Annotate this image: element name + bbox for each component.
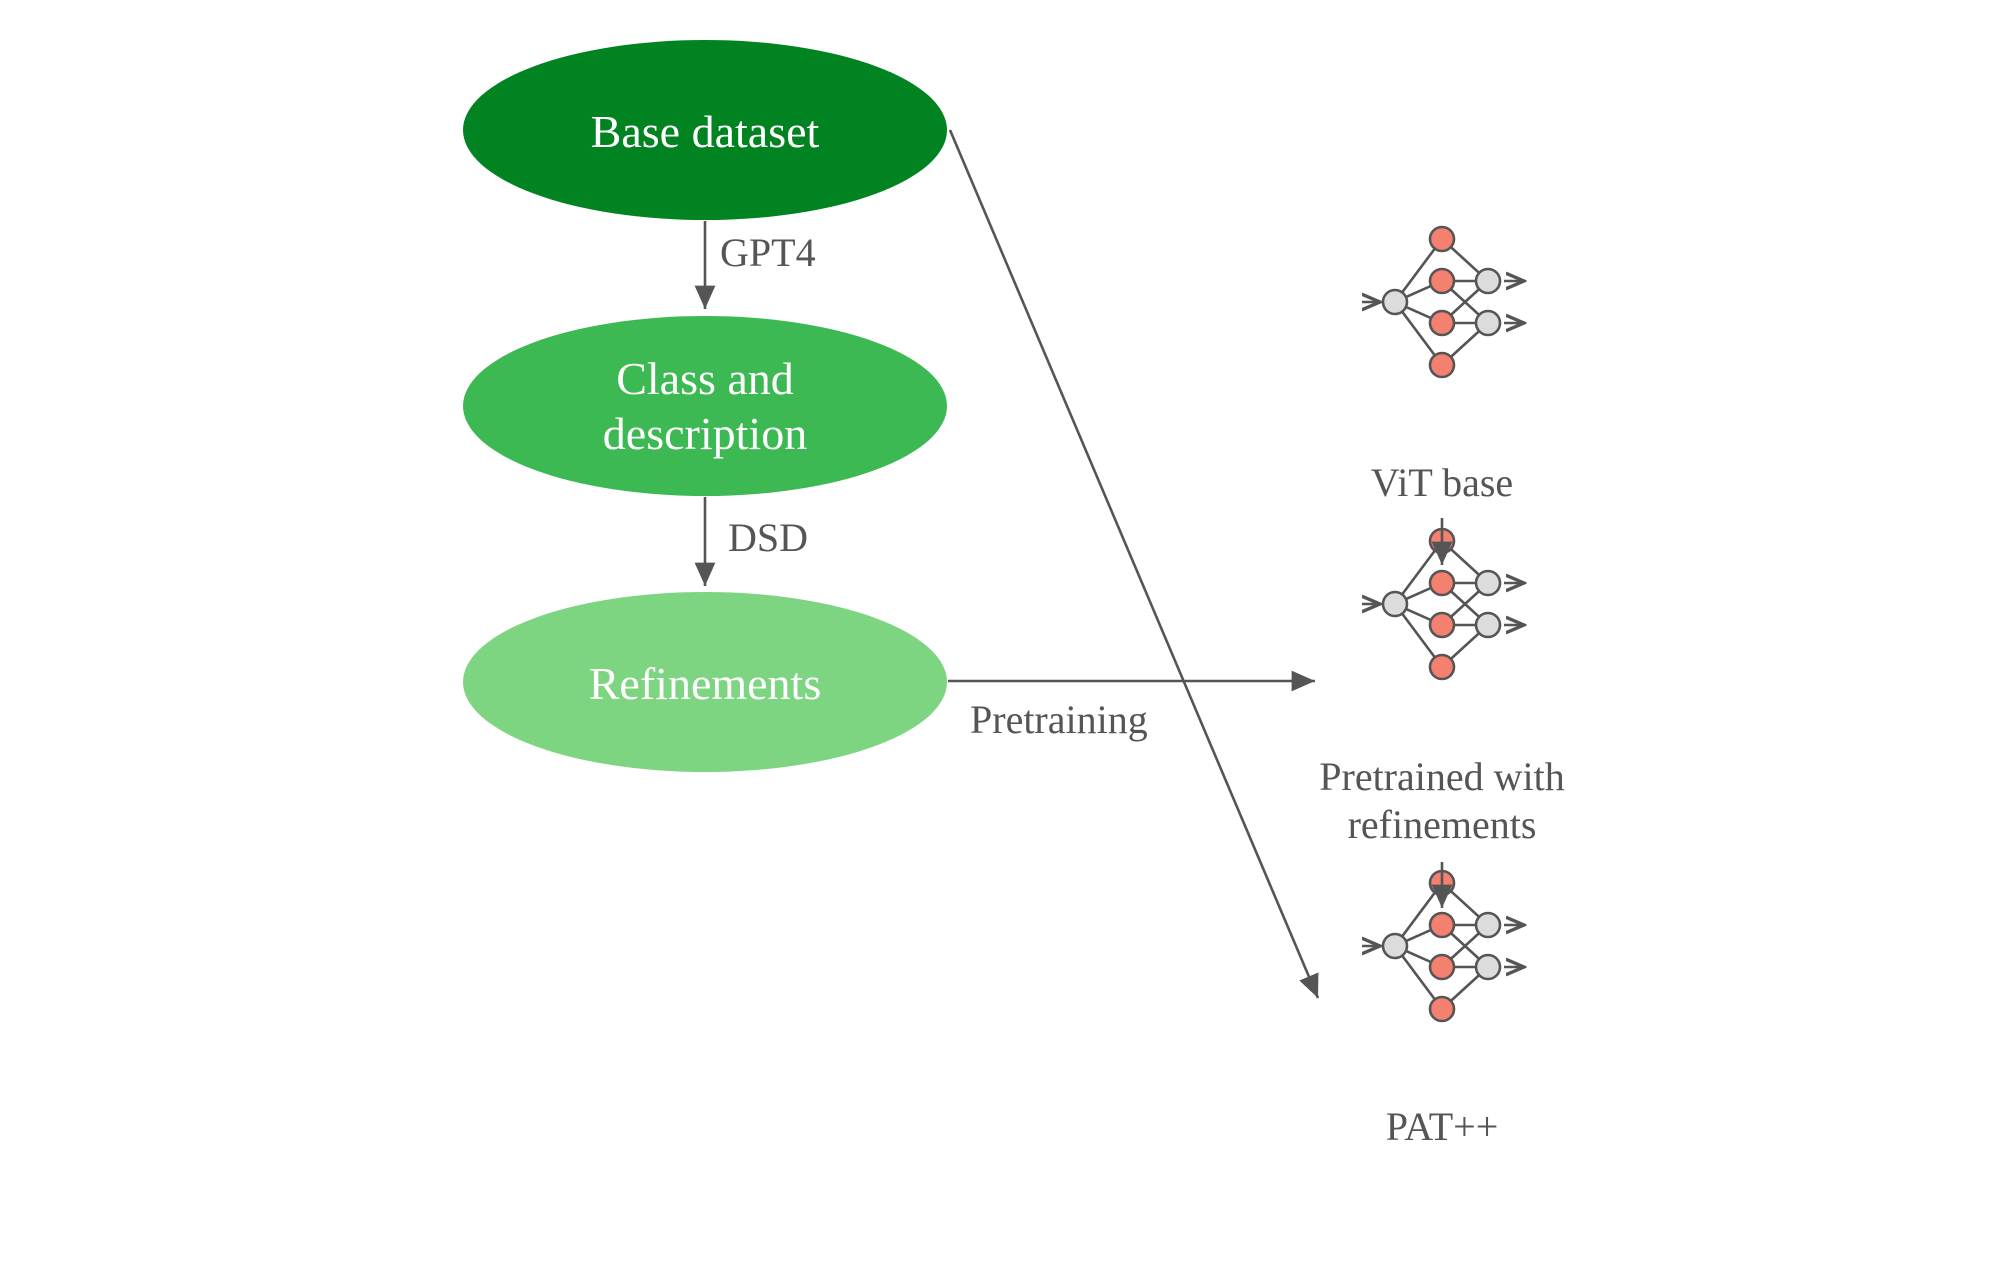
nn-node-gray (1474, 309, 1502, 337)
nn-node-gray (1474, 267, 1502, 295)
nn-node-gray (1474, 911, 1502, 939)
nn-node-red (1428, 267, 1456, 295)
arrow-base-to-pat (948, 129, 1320, 999)
edge-label-pretraining: Pretraining (970, 697, 1148, 742)
nn-node-red (1428, 611, 1456, 639)
base-dataset-ellipse (463, 40, 947, 220)
nn-node-gray (1474, 953, 1502, 981)
nn-node-gray (1474, 569, 1502, 597)
class-description-ellipse (463, 316, 947, 496)
nn-node-red (1428, 995, 1456, 1023)
edge-label-gpt4: GPT4 (720, 230, 816, 275)
edge-label-dsd: DSD (728, 515, 808, 560)
nn-node-red (1428, 911, 1456, 939)
refinements-ellipse (463, 592, 947, 772)
neural-network-icon (1362, 225, 1524, 379)
refinements-label: Refinements (589, 658, 822, 709)
base-dataset-label: Base dataset (591, 106, 820, 157)
nn-node-red (1428, 569, 1456, 597)
nn-node-gray (1474, 611, 1502, 639)
nn-node-red (1428, 953, 1456, 981)
class-description-label-line1: Class and (616, 353, 794, 404)
nn-node-gray (1381, 932, 1409, 960)
nn-node-gray (1381, 288, 1409, 316)
model-label-pretrained-line1: Pretrained with (1319, 754, 1565, 799)
nn-node-red (1428, 309, 1456, 337)
model-label-pretrained-line2: refinements (1348, 802, 1537, 847)
nn-node-red (1428, 653, 1456, 681)
node-class-description: Class and description (463, 316, 947, 496)
model-label-pat: PAT++ (1386, 1104, 1499, 1149)
nn-node-red (1428, 225, 1456, 253)
class-description-label-line2: description (603, 408, 807, 459)
nn-node-red (1428, 351, 1456, 379)
model-label-vit-base: ViT base (1371, 460, 1513, 505)
neural-network-icon (1362, 869, 1524, 1023)
node-base-dataset: Base dataset (463, 40, 947, 220)
nn-node-gray (1381, 590, 1409, 618)
node-refinements: Refinements (463, 592, 947, 772)
